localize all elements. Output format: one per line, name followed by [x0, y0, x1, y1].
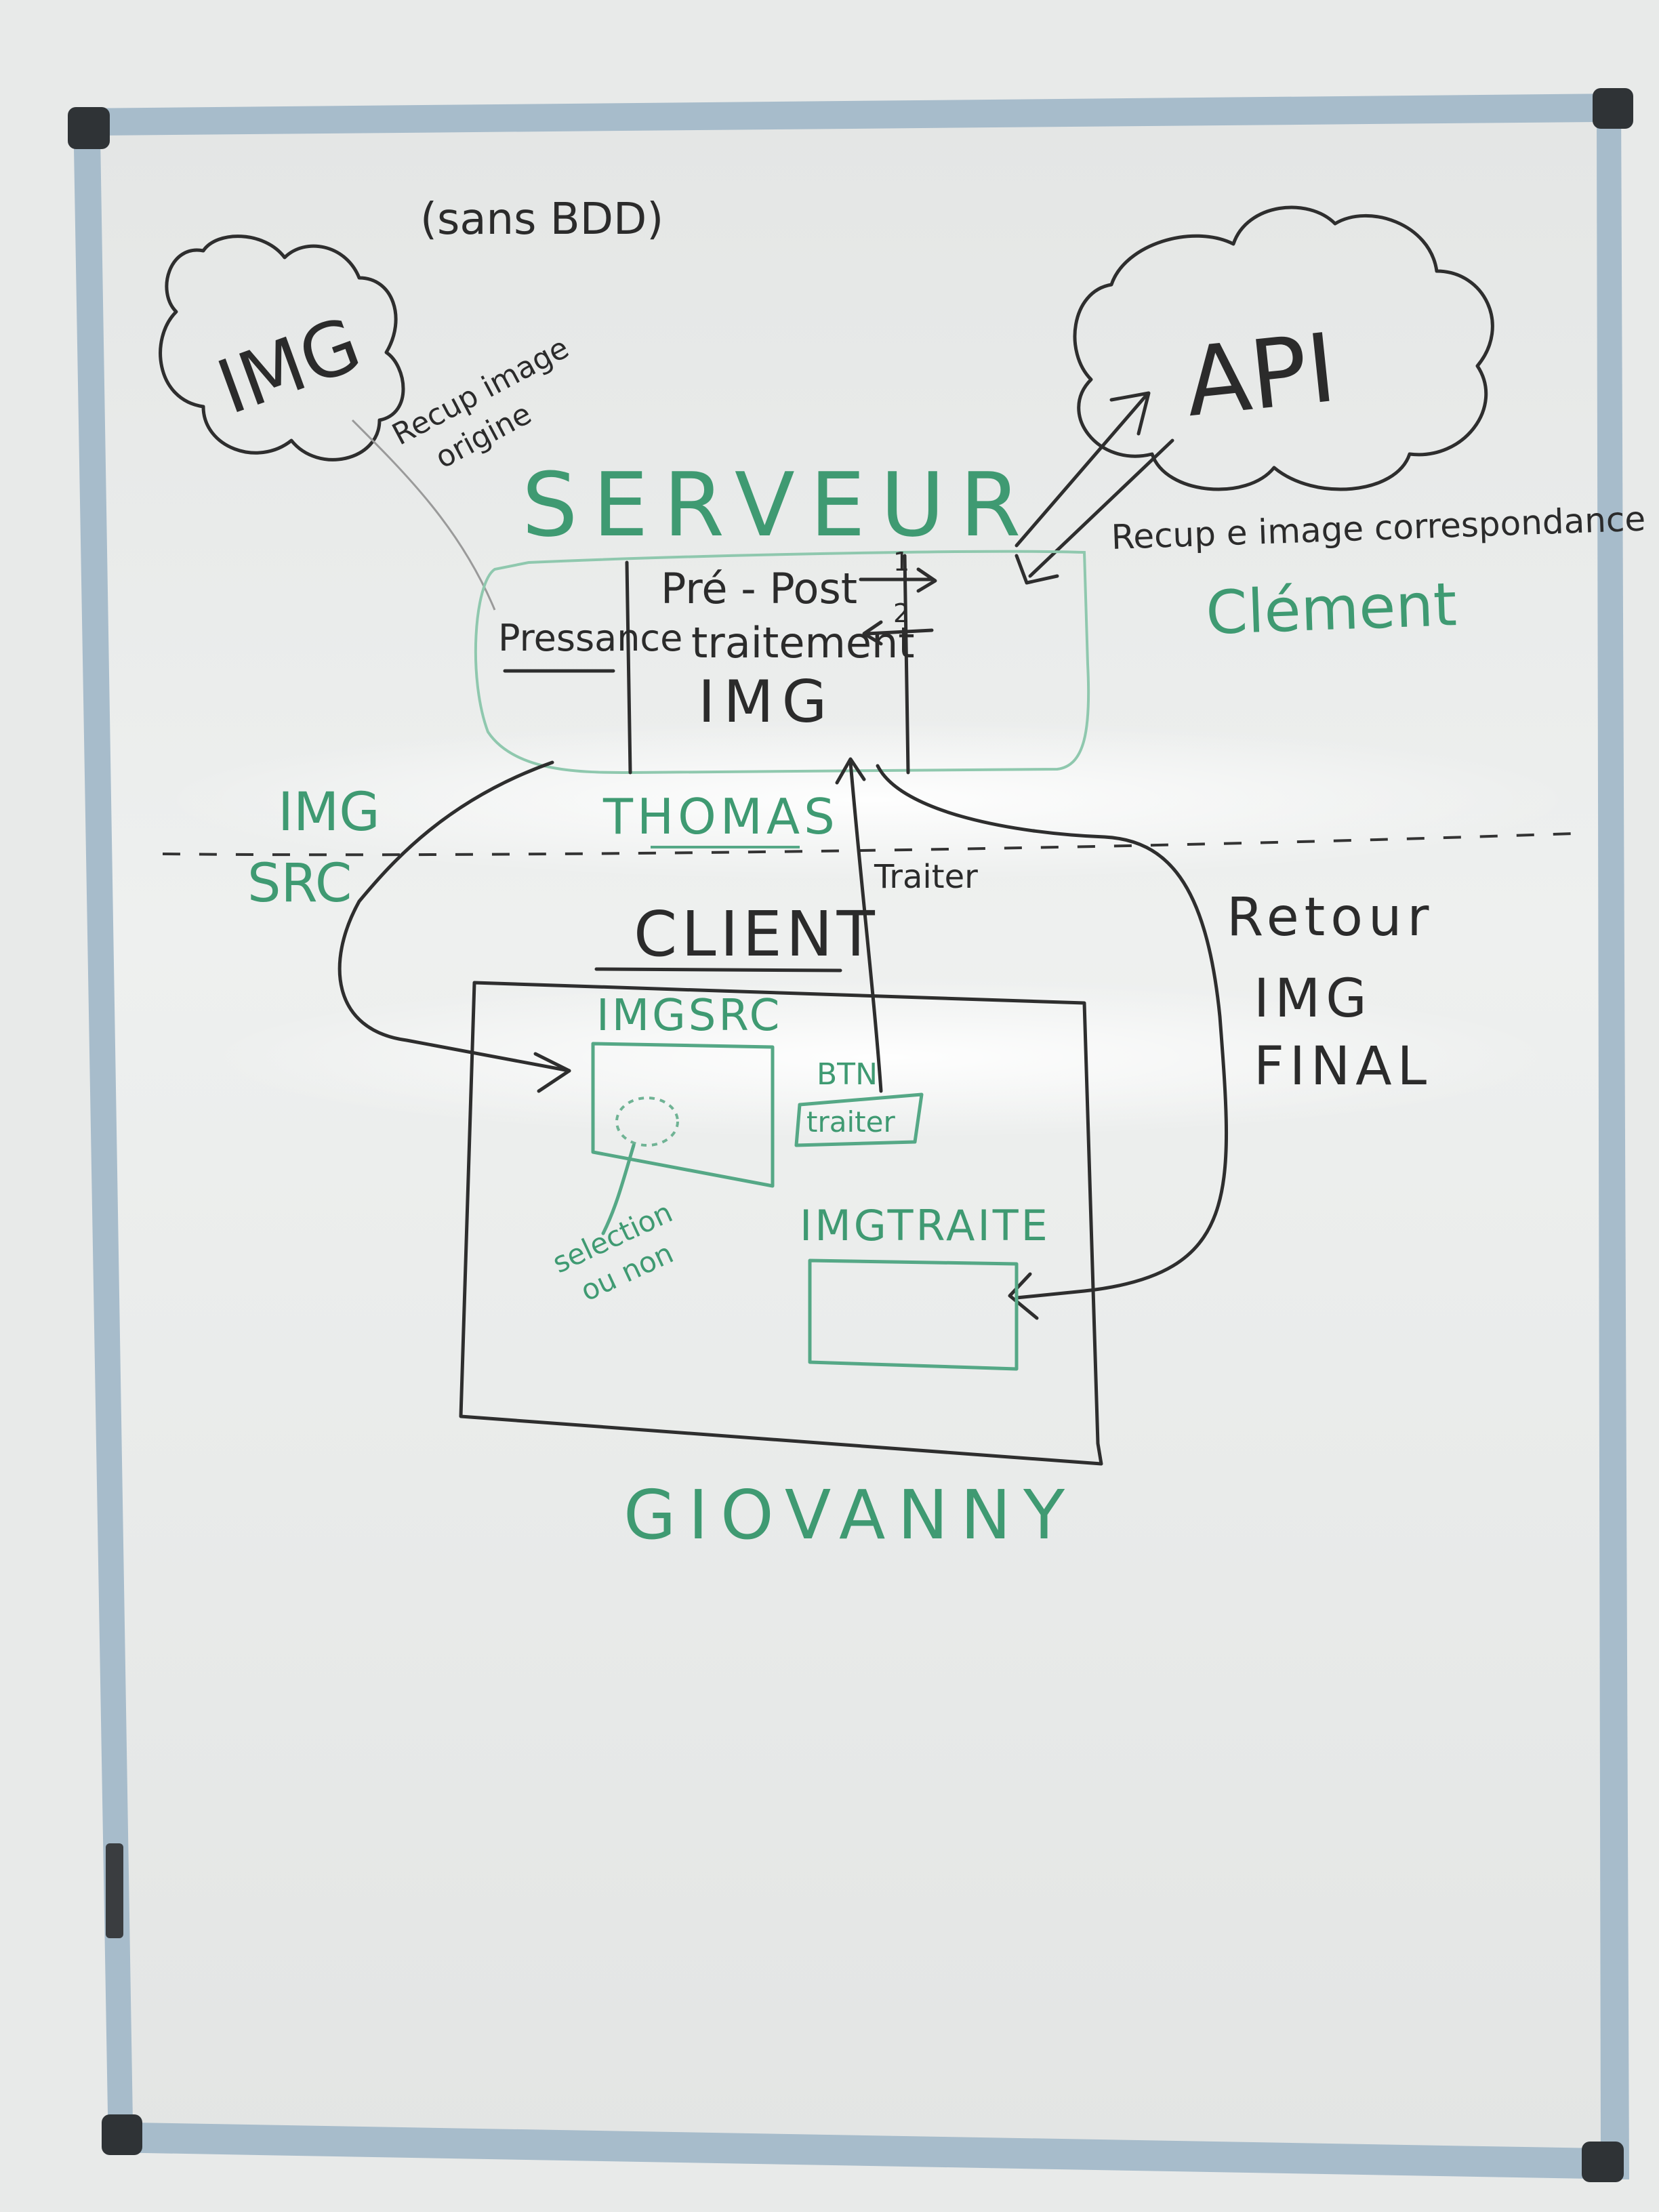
retour-label: Retour IMG FINAL: [1227, 887, 1456, 1097]
server-client-separator: [162, 832, 1573, 857]
traiter-label: Traiter: [874, 858, 978, 896]
client-title: CLIENT: [634, 898, 879, 970]
imgsrc-box: [591, 1042, 775, 1188]
server-person: Clément: [1205, 569, 1458, 648]
glare: [156, 718, 1579, 881]
cloud-api-label: API: [1180, 313, 1340, 438]
pre-post-arrows: [859, 567, 937, 646]
selection-pointer: [601, 1143, 636, 1235]
img-src-arrow: [337, 760, 571, 1093]
btn-label: BTN: [817, 1057, 878, 1092]
imgsrc-title: IMGSRC: [596, 991, 782, 1041]
server-title: SERVEUR: [522, 453, 1036, 556]
cloud-api: API: [1073, 205, 1494, 491]
client-person: GIOVANNY: [623, 1475, 1077, 1555]
retour-arrow: [876, 764, 1228, 1320]
arrow-num-1: 1: [893, 547, 909, 577]
client-box: [459, 981, 1103, 1466]
traiter-arrow: [835, 757, 883, 1093]
note-sans-bdd: (sans BDD): [420, 194, 663, 245]
thomas-label: THOMAS: [602, 788, 839, 845]
selection-area: [615, 1097, 679, 1147]
arrow-num-2: 2: [893, 598, 909, 628]
btn-traiter: [794, 1092, 924, 1147]
recup-origine-line: [351, 419, 496, 611]
btn-traiter-text: traiter: [806, 1105, 895, 1139]
server-box: [474, 550, 1090, 775]
eraser-holder: [106, 1843, 123, 1938]
server-cell-img: IMG: [698, 668, 835, 736]
imgtraite-title: IMGTRAITE: [800, 1201, 1050, 1250]
imgtraite-box: [808, 1258, 1019, 1371]
img-src-label: IMG SRC: [247, 782, 397, 914]
server-cell-pressance: Pressance: [498, 617, 682, 659]
underline: [594, 967, 842, 972]
api-arrows: [1015, 391, 1174, 585]
